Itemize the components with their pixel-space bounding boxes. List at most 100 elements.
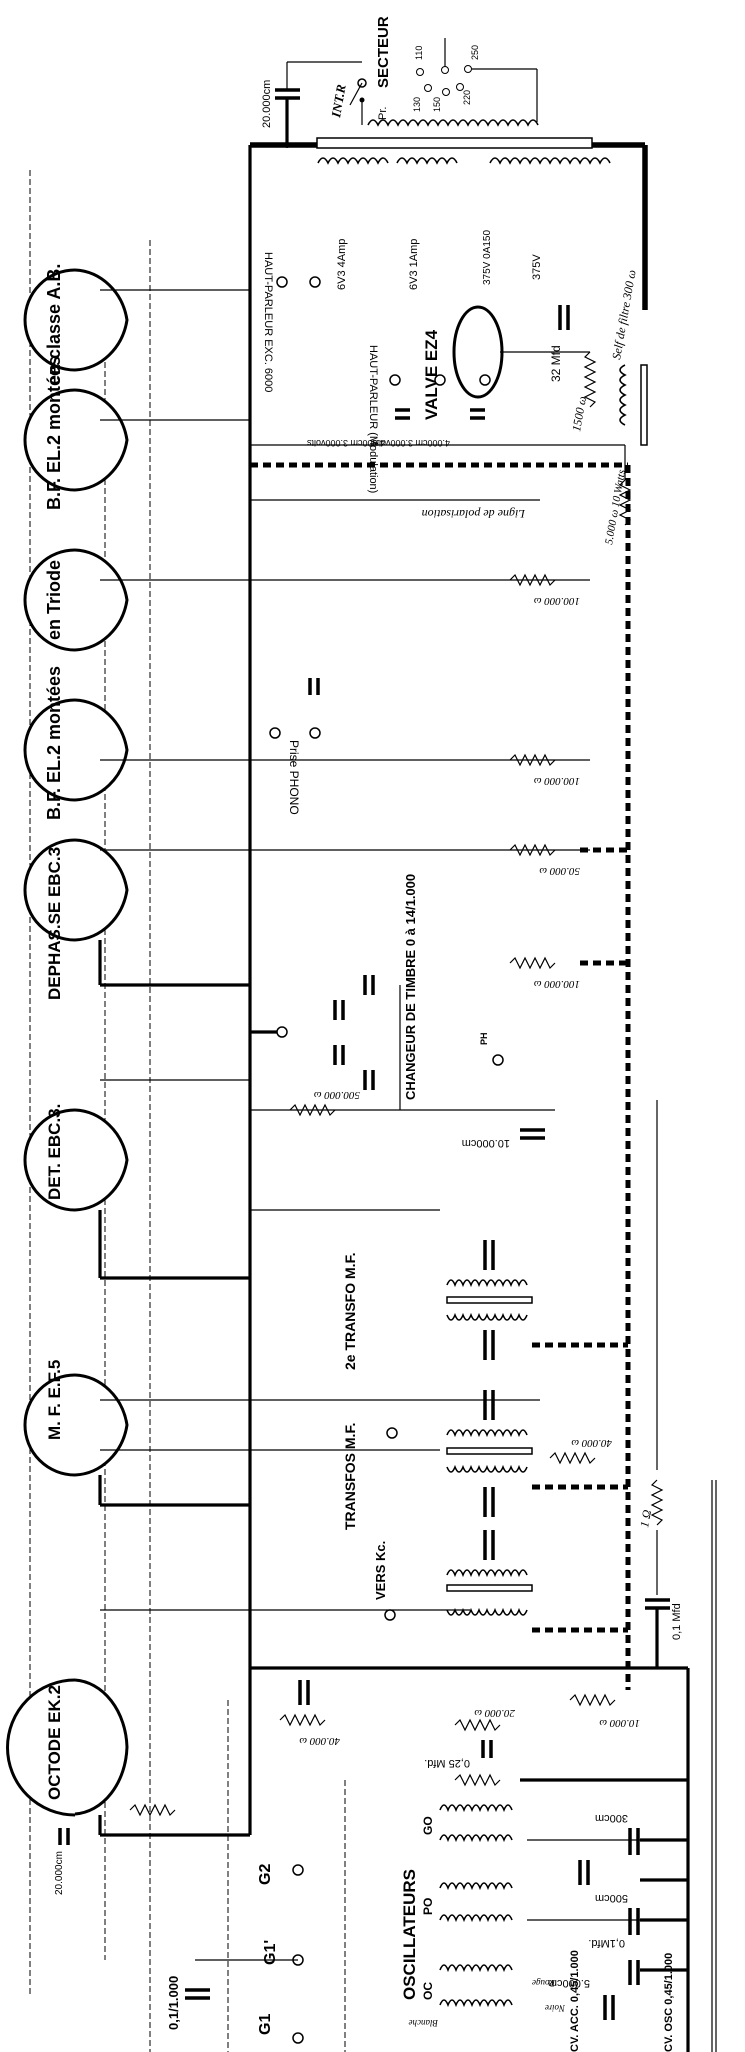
osc-coil-oc: OC [421, 1982, 435, 2000]
filter-res-label: 1500 ω [569, 395, 589, 432]
trimmer-osc-label: CV. OSC 0,45/1.000 [663, 1953, 675, 2052]
oscillator-coils: OSCILLATEURS GO PO OC [400, 1804, 513, 2008]
cap-025mfd-label: 0,25 Mfd. [424, 1757, 470, 1769]
res-100k-c-label: 100.000 ω [534, 978, 581, 990]
tube-el2-a-label: B.F. EL.2 montées [44, 666, 64, 820]
filter-resistor [583, 351, 597, 408]
tube-el2-c: B.F. EL.2 montées [23, 356, 129, 510]
tap-label-250: 250 [470, 45, 480, 60]
hp-exc-label: HAUT-PARLEUR EXC. 6000 [262, 252, 274, 392]
tap-130[interactable] [424, 84, 432, 92]
res-100k-a-label: 100.000 ω [534, 595, 581, 607]
osc-coil-po: PO [421, 1898, 435, 1915]
cap-300cm-label: 300cm [595, 1812, 628, 1824]
hv-a-label: 375V 0A150 [482, 230, 493, 285]
speaker-mod-terminal-3[interactable] [479, 374, 491, 386]
if-transformer-2: 2e TRANSFO M.F. [342, 1240, 533, 1370]
tap-250[interactable] [464, 65, 472, 73]
tone-switch-ph: PH [479, 1032, 489, 1045]
resistor-100k-a [509, 573, 556, 587]
osc-color-blanche: Blanche [409, 2018, 439, 2028]
phono-jack-1[interactable] [269, 727, 281, 739]
heater-a-label: 6V3 4Amp [336, 239, 348, 290]
resistor-100k-c [509, 956, 556, 970]
resistor-50k-ek2 [129, 1803, 176, 1817]
hv-b-label: 375V [531, 254, 543, 280]
phono-label: Prise PHONO [287, 740, 301, 815]
switch-g1p-label: G1' [262, 1940, 279, 1965]
resistor-50k [509, 843, 556, 857]
resistor-40k-ek2 [279, 1713, 326, 1727]
transformer-core [316, 137, 593, 149]
if-transfos-label: TRANSFOS M.F. [342, 1423, 358, 1530]
cap-10000cm-label: 10.000cm [462, 1137, 510, 1149]
res-40k-ek2-label: 40.000 ω [299, 1735, 340, 1747]
resistor-40k [549, 1451, 596, 1465]
tap-110[interactable] [416, 68, 424, 76]
wave-switch-g2[interactable] [292, 1864, 304, 1876]
heater-coil-a [317, 157, 389, 165]
osc-color-noire: Noire [545, 2003, 566, 2013]
wave-switch-g1[interactable] [292, 2032, 304, 2044]
resistor-100k-b [509, 753, 556, 767]
hp-cap-label-1: 4.000cm 3.000volts [306, 438, 385, 448]
pot-label: 500.000 ω [314, 1089, 361, 1101]
tube-el2-b-label: en Triode [44, 560, 64, 640]
tone-selector[interactable] [276, 1026, 288, 1038]
resistor-400 [454, 1773, 501, 1787]
res-20k-label: 20.000 ω [474, 1707, 515, 1719]
resistor-10k [569, 1693, 616, 1707]
tube-ef5: M. F. E.F.5 [23, 1360, 250, 1507]
cap-0-1mfd-right-label: 0,1 Mfd [671, 1603, 683, 1640]
hv-coil [489, 157, 611, 165]
tap-150[interactable] [442, 88, 450, 96]
resistor-20k [454, 1718, 501, 1732]
tap-220[interactable] [456, 83, 464, 91]
speaker-terminal-2[interactable] [309, 276, 321, 288]
choke-core [640, 364, 648, 446]
tube-el2-d: en classe A.B. [23, 264, 129, 385]
cap-0-1-1000-label: 0,1/1.000 [166, 1976, 181, 2030]
filter-cap-label: 32 Mfd [549, 345, 563, 382]
tube-el2-b: en Triode [23, 548, 129, 652]
primary-label: Pr. [377, 107, 389, 120]
tap-selector[interactable] [441, 66, 449, 74]
tube-ebc3-dephas: DEPHAS.SE EBC.3 [23, 838, 250, 1000]
tube-ebc3-det-label: DET. EBC.3. [45, 1104, 64, 1200]
mains-cap-label: 20.000cm [261, 80, 273, 128]
tube-ek2: OCTODE EK.2 [6, 1668, 252, 1837]
speaker-mod-terminal-2[interactable] [434, 374, 446, 386]
switch-g2-label: G2 [257, 1864, 274, 1885]
cap-5000cm-label: 5.000cm [548, 1977, 590, 1989]
filter-choke [619, 364, 627, 426]
tap-label-220: 220 [462, 90, 472, 105]
resistor-1-ohm [650, 1479, 664, 1526]
if-transformer-1: TRANSFOS M.F. VERS Kc. [342, 1390, 533, 1616]
if-selector-switch[interactable] [384, 1609, 396, 1621]
speaker-terminal-1[interactable] [276, 276, 288, 288]
osc-color-rouge: Rouge [532, 1978, 556, 1988]
primary-coil [367, 119, 539, 127]
tap-label-110: 110 [414, 46, 424, 60]
res-40k-label: 40.000 ω [571, 1437, 612, 1449]
bleeder-resistor [618, 479, 632, 526]
ek2-cap-label: 20.000cm [54, 1851, 65, 1895]
phono-jack-2[interactable] [309, 727, 321, 739]
heater-coil-b [396, 157, 458, 165]
osc-coil-go: GO [421, 1816, 435, 1835]
if-bandwidth-switch[interactable] [386, 1427, 398, 1439]
speaker-mod-terminal-1[interactable] [389, 374, 401, 386]
tube-ef5-label: M. F. E.F.5 [45, 1360, 64, 1440]
if-transfo-2-label: 2e TRANSFO M.F. [342, 1253, 358, 1370]
tap-label-130: 130 [412, 97, 422, 112]
vers-label: VERS Kc. [373, 1541, 388, 1600]
tone-label: CHANGEUR DE TIMBRE 0 à 14/1.000 [403, 874, 418, 1100]
bias-line-label: Ligne de polarisation [422, 507, 526, 521]
secteur-label: SECTEUR [375, 16, 392, 88]
tube-ez4-label: VALVE EZ4 [422, 329, 441, 420]
tone-position-switch[interactable] [492, 1054, 504, 1066]
oscillators-label: OSCILLATEURS [400, 1869, 419, 2000]
choke-label: Self de filtre 300 ω [609, 269, 639, 361]
heater-b-label: 6V3 1Amp [408, 239, 420, 290]
